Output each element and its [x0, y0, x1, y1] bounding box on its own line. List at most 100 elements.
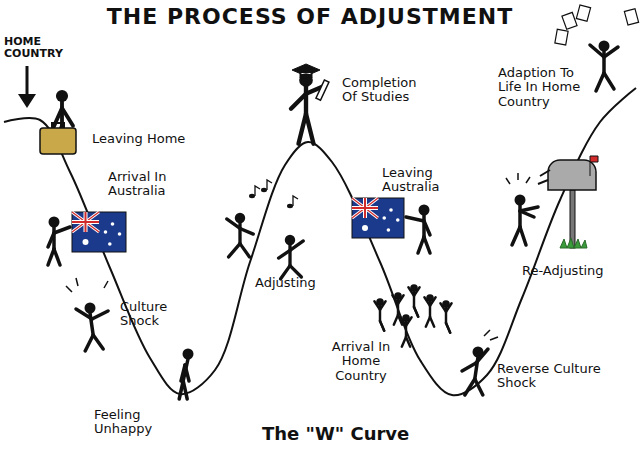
flag-field — [72, 212, 126, 252]
figure-leaving-australia — [406, 205, 430, 254]
figure-welcome-crowd — [400, 314, 411, 347]
letters — [538, 170, 550, 184]
figure-limb — [406, 337, 410, 347]
figure-limb — [518, 205, 522, 227]
figure-graduate — [291, 73, 324, 144]
figure-limb — [229, 244, 240, 257]
figure-limb — [424, 237, 430, 253]
flag-leaving — [352, 198, 404, 238]
figure-limb — [406, 217, 424, 221]
flag-saltire — [72, 212, 99, 232]
stage-label: Arrival In Home Country — [318, 340, 404, 383]
arrow-shaft — [26, 66, 29, 98]
flying-paper — [624, 9, 638, 25]
figure-limb — [430, 297, 436, 305]
figure-limb — [440, 303, 446, 311]
figure-dancer — [227, 213, 254, 257]
flag-star — [389, 208, 393, 212]
note-stem — [293, 196, 298, 206]
flag-star — [108, 242, 112, 246]
figure-limb — [400, 317, 406, 325]
flag-star — [362, 225, 368, 231]
stage-label: Re-Adjusting — [522, 264, 632, 278]
figure-limb — [414, 307, 418, 317]
figure-limb — [85, 335, 93, 351]
w-curve — [4, 88, 636, 395]
figure-limb — [291, 94, 306, 109]
figure-limb — [240, 228, 253, 234]
stage-label: Arrival In Australia — [108, 170, 186, 199]
figure-limb — [408, 287, 414, 295]
figure-limb — [465, 379, 475, 395]
flag-cross — [72, 212, 99, 232]
figure-limb — [380, 301, 386, 309]
title: THE PROCESS OF ADJUSTMENT — [60, 5, 560, 29]
figure-adaption — [590, 41, 618, 92]
music-note — [287, 196, 298, 208]
figure-limb — [374, 301, 380, 309]
mailbox-flag — [590, 156, 598, 176]
stage-label: Adaption To Life In Home Country — [498, 66, 594, 109]
stage-label: Feeling Unhappy — [94, 408, 180, 437]
figure-limb — [424, 297, 430, 305]
figure-limb — [414, 307, 418, 317]
figure-limb — [414, 287, 420, 295]
flag-field — [352, 198, 404, 238]
music-note — [249, 186, 260, 198]
flag-saltire-red — [352, 198, 378, 218]
figure-limb — [92, 311, 108, 319]
flying-paper — [562, 12, 577, 29]
stage-label: Culture Shock — [120, 300, 192, 329]
flag-saltire — [352, 198, 378, 218]
figure-welcome-crowd — [408, 284, 419, 317]
figure-welcome-crowd — [424, 294, 435, 327]
figure-limb — [604, 73, 614, 89]
note-head — [261, 188, 267, 192]
shock-lines — [66, 278, 108, 292]
flag-saltire-red — [72, 212, 99, 232]
figure-limb — [462, 363, 476, 371]
caption: The "W" Curve — [262, 424, 409, 444]
figure-limb — [54, 249, 60, 265]
region-label: HOME COUNTRY — [4, 36, 70, 60]
figure-limb — [476, 349, 488, 363]
figure-limb — [279, 250, 290, 258]
note-head — [249, 194, 255, 198]
suitcase-handle — [52, 123, 64, 128]
music-note — [261, 180, 272, 192]
flag-arrival — [72, 212, 126, 252]
figure-limb — [520, 227, 526, 245]
figure-limb — [227, 219, 240, 229]
figure-limb — [304, 86, 308, 114]
figure-reverse-shock — [462, 347, 488, 396]
figure-limb — [183, 381, 187, 399]
figure-limb — [76, 309, 92, 319]
figure-limb — [424, 221, 430, 235]
figure-limb — [604, 47, 618, 57]
flag-cross-red — [352, 198, 378, 218]
flag-star — [118, 232, 122, 236]
note-head — [287, 204, 293, 208]
figure-limb — [392, 295, 398, 303]
figure-limb — [406, 317, 412, 325]
figure-limb — [306, 114, 314, 144]
flying-paper — [555, 29, 568, 45]
note-stem — [267, 180, 272, 190]
arrow-head — [18, 94, 36, 108]
flag-star — [387, 228, 391, 232]
figure-arrival-australia — [48, 217, 70, 266]
suitcase — [40, 128, 76, 154]
figure-limb — [380, 321, 384, 331]
note-stem — [255, 186, 260, 196]
stage-label: Leaving Home — [92, 132, 202, 146]
figure-dancer — [279, 235, 304, 279]
figure-limb — [446, 303, 452, 311]
grass — [560, 238, 587, 248]
surprise-lines — [506, 173, 530, 184]
flag-star — [83, 239, 89, 245]
stage-label: Reverse Culture Shock — [497, 362, 607, 391]
diploma — [316, 80, 329, 100]
figure-limb — [596, 73, 604, 91]
figure-limb — [240, 244, 250, 257]
figure-limb — [290, 241, 303, 251]
